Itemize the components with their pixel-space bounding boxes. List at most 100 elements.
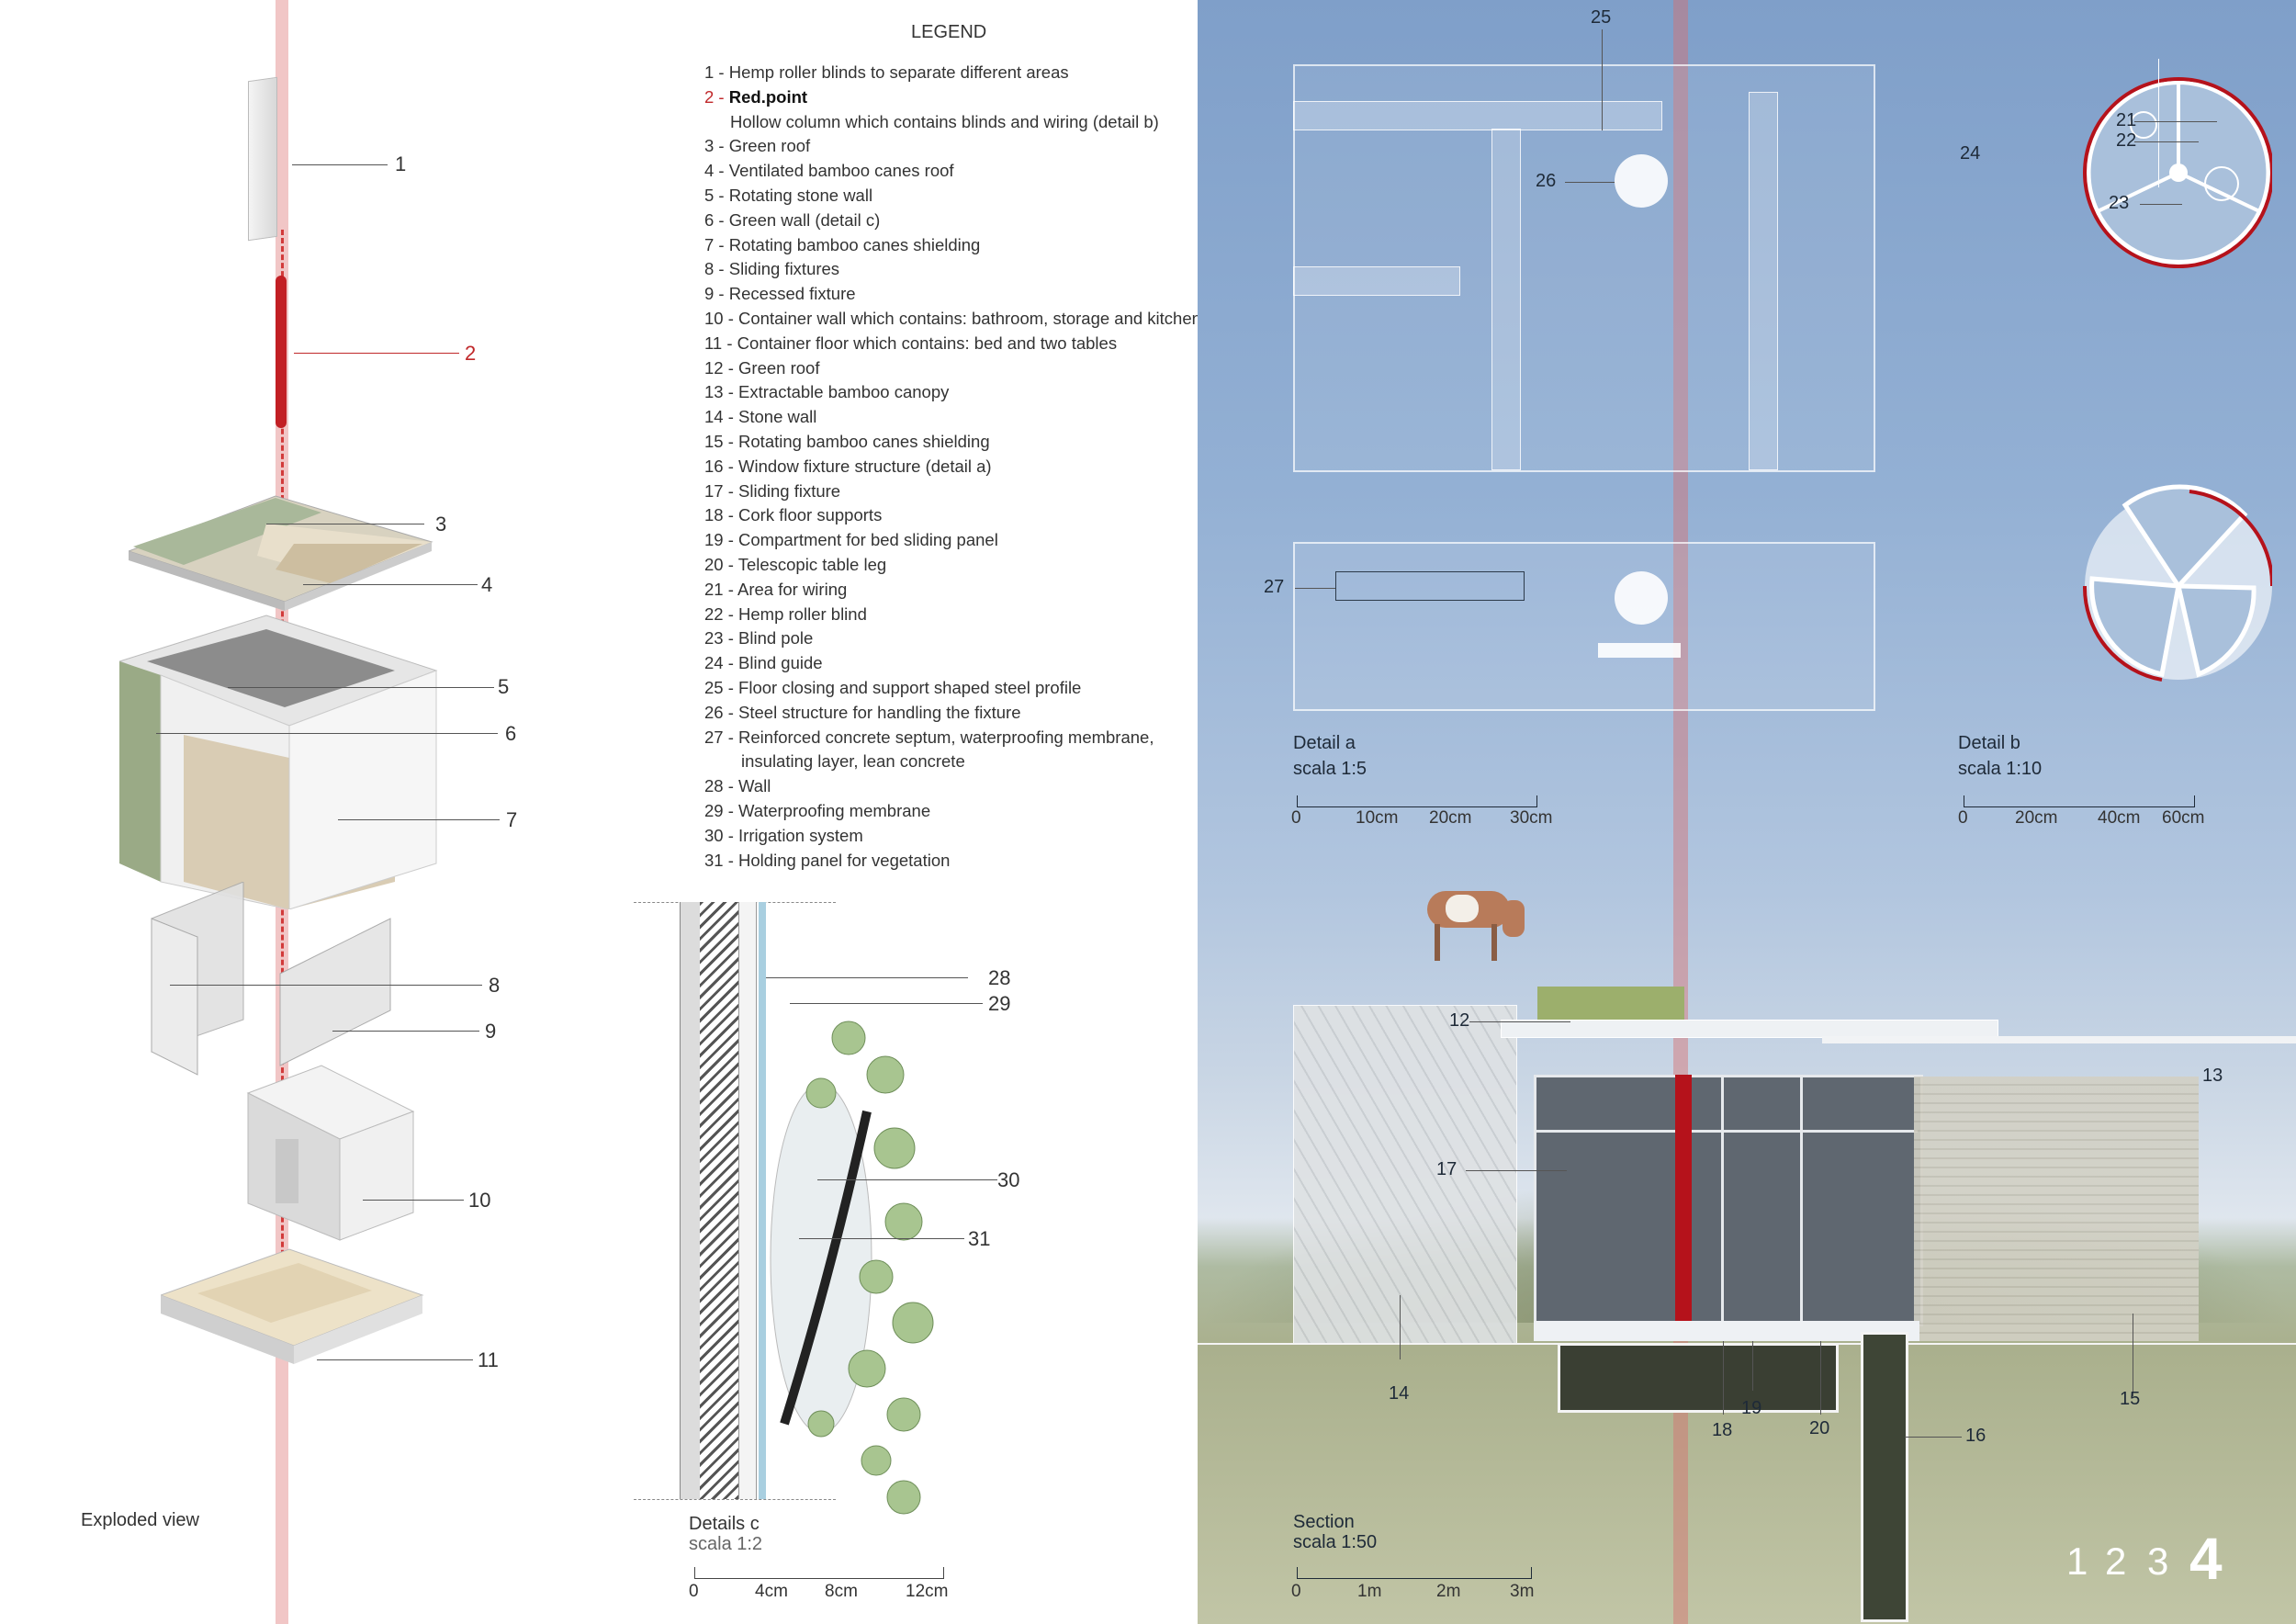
detail-c-tick-1: 4cm	[755, 1582, 788, 1601]
detail-a-wall-2	[1491, 129, 1521, 470]
section-title: Section	[1293, 1512, 1355, 1532]
legend-item: 21 - Area for wiring	[704, 579, 848, 599]
leader-19	[1752, 1341, 1753, 1391]
legend-item-number: 22	[704, 603, 724, 624]
detail-a-septum	[1335, 571, 1525, 601]
legend-item: 14 - Stone wall	[704, 407, 817, 427]
legend-item-text: Wall	[738, 776, 771, 796]
detail-a-circle-bottom	[1615, 571, 1668, 625]
label-27: 27	[1264, 577, 1285, 597]
label-19: 19	[1741, 1398, 1762, 1418]
legend: 1 - Hemp roller blinds to separate diffe…	[704, 61, 1201, 873]
legend-item: 6 - Green wall (detail c)	[704, 209, 881, 230]
membrane	[759, 902, 766, 1499]
legend-item: 2 - Red.point	[704, 86, 808, 107]
page-number-4-current[interactable]: 4	[2189, 1526, 2223, 1592]
legend-item: 29 - Waterproofing membrane	[704, 800, 931, 820]
legend-item-number: 23	[704, 628, 724, 648]
label-28: 28	[988, 966, 1011, 989]
detail-a-tick-2: 20cm	[1429, 808, 1472, 828]
legend-item: 15 - Rotating bamboo canes shielding	[704, 431, 990, 451]
legend-item-number: 15	[704, 431, 724, 451]
label-30: 30	[997, 1168, 1020, 1191]
leader-11	[317, 1359, 473, 1360]
legend-item-text: Recessed fixture	[728, 284, 856, 304]
detail-b-column-top	[2083, 77, 2272, 268]
wall-insulation	[738, 902, 757, 1499]
page-number-1[interactable]: 1	[2066, 1539, 2088, 1583]
detail-a-tick-0: 0	[1291, 808, 1301, 828]
label-11: 11	[478, 1348, 499, 1371]
label-3: 3	[435, 513, 447, 536]
leader-9	[332, 1031, 479, 1032]
legend-item-number: 1	[704, 62, 715, 82]
legend-item-number: 7	[704, 234, 715, 254]
legend-item-number: 24	[704, 653, 724, 673]
leader-2	[294, 353, 459, 354]
legend-item-text: Green roof	[738, 357, 820, 378]
leader-7	[338, 819, 500, 820]
label-21: 23	[2109, 193, 2130, 213]
page-number-2[interactable]: 2	[2105, 1539, 2127, 1583]
legend-item-number: 9	[704, 284, 715, 304]
legend-item-number: 21	[704, 579, 724, 599]
leader-29	[790, 1003, 983, 1004]
legend-item: 12 - Green roof	[704, 357, 820, 378]
legend-item-number: 18	[704, 505, 724, 525]
legend-item-text: Blind guide	[738, 653, 823, 673]
legend-item: 30 - Irrigation system	[704, 825, 863, 845]
leader-25	[1602, 29, 1603, 130]
legend-item: 16 - Window fixture structure (detail a)	[704, 456, 992, 476]
foundation-pit	[1558, 1343, 1839, 1413]
wall-plaster	[680, 902, 701, 1499]
label-8: 8	[489, 974, 501, 997]
label-6: 6	[505, 722, 517, 745]
legend-item: 8 - Sliding fixtures	[704, 259, 840, 279]
label-26: 26	[1536, 171, 1557, 191]
legend-item-number: 8	[704, 259, 715, 279]
legend-item-text: Hollow column which contains blinds and …	[730, 111, 1159, 131]
legend-item-number: 28	[704, 776, 724, 796]
page-number-3[interactable]: 3	[2147, 1539, 2169, 1583]
label-25: 25	[1591, 7, 1612, 28]
legend-item-number: 3	[704, 136, 715, 156]
label-29: 29	[988, 992, 1011, 1015]
detail-a-wall-4	[1749, 92, 1778, 470]
label-10: 10	[468, 1189, 491, 1212]
legend-item: 31 - Holding panel for vegetation	[704, 850, 951, 870]
cow	[1418, 882, 1528, 964]
detail-b-tick-1: 20cm	[2015, 808, 2058, 828]
foundation-shaft	[1861, 1332, 1908, 1622]
red-point-column	[276, 276, 287, 428]
legend-item-text: Rotating bamboo canes shielding	[728, 234, 981, 254]
detail-a-wall-1	[1293, 101, 1662, 130]
legend-item-number: 25	[704, 677, 724, 697]
leader-22	[2134, 141, 2199, 142]
leader-17	[1466, 1170, 1567, 1171]
leader-23	[2134, 121, 2217, 122]
legend-item-text: Window fixture structure (detail a)	[738, 456, 992, 476]
leader-31	[799, 1238, 964, 1239]
legend-item-text: Ventilated bamboo canes roof	[728, 161, 954, 181]
legend-item-number: 6	[704, 209, 715, 230]
blind-guide-line	[2158, 59, 2159, 187]
legend-title: LEGEND	[911, 22, 987, 42]
section-tick-0: 0	[1291, 1582, 1301, 1601]
legend-item-text: Extractable bamboo canopy	[738, 382, 950, 402]
label-7: 7	[506, 808, 518, 831]
label-12: 12	[1449, 1010, 1470, 1031]
detail-a-wall-3	[1293, 266, 1460, 296]
legend-item-text: Waterproofing membrane	[738, 800, 931, 820]
detail-b-column-bottom	[2082, 484, 2272, 682]
leader-10	[363, 1200, 464, 1201]
label-1: 1	[395, 152, 407, 175]
legend-item-text: Sliding fixture	[738, 480, 841, 501]
detail-b-scalebar	[1964, 795, 2195, 807]
legend-item-text: Container wall which contains: bathroom,…	[738, 308, 1201, 328]
detail-a-tick-3: 30cm	[1510, 808, 1553, 828]
detail-a-plan-top	[1293, 64, 1875, 472]
label-13: 13	[2202, 1066, 2223, 1086]
legend-item-text: Floor closing and support shaped steel p…	[738, 677, 1082, 697]
label-14: 14	[1389, 1383, 1410, 1404]
label-9: 9	[485, 1020, 497, 1043]
